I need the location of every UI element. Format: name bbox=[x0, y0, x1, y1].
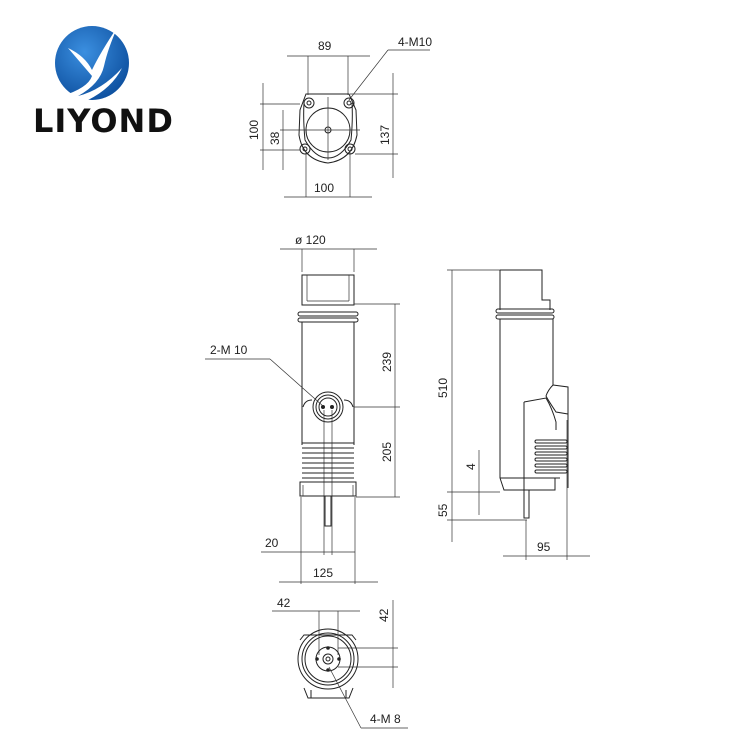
dim-4: 4 bbox=[464, 463, 478, 470]
front-view: ø 120 2-M 10 bbox=[205, 233, 400, 584]
liyond-globe-logo-icon bbox=[55, 26, 129, 102]
top-view: 89 4-M10 100 38 137 100 bbox=[247, 35, 432, 198]
dim-239: 239 bbox=[380, 352, 394, 372]
dim-100-bottom: 100 bbox=[314, 181, 334, 195]
dim-100-left: 100 bbox=[247, 120, 261, 140]
insulator-ribs bbox=[302, 442, 354, 479]
bolt-label-4-m10: 4-M10 bbox=[398, 35, 432, 49]
brand-name: LIYOND bbox=[33, 102, 174, 140]
bottom-view: 42 42 4-M 8 bbox=[272, 596, 408, 729]
bolt-label-4-m8: 4-M 8 bbox=[370, 712, 401, 726]
dim-510: 510 bbox=[436, 378, 450, 398]
dim-89: 89 bbox=[318, 39, 332, 53]
side-ribs bbox=[534, 439, 568, 474]
dim-42-vertical: 42 bbox=[377, 608, 391, 622]
dim-20: 20 bbox=[265, 536, 279, 550]
dim-55: 55 bbox=[436, 503, 450, 517]
dim-diameter-120: ø 120 bbox=[295, 233, 326, 247]
dim-42-horizontal: 42 bbox=[277, 596, 291, 610]
dim-205: 205 bbox=[380, 442, 394, 462]
thread-label-2-m10: 2-M 10 bbox=[210, 343, 248, 357]
dim-125: 125 bbox=[313, 566, 333, 580]
dim-95: 95 bbox=[537, 540, 551, 554]
side-view: 510 4 55 95 bbox=[436, 269, 590, 560]
dim-137: 137 bbox=[378, 125, 392, 145]
dim-38: 38 bbox=[268, 131, 282, 145]
